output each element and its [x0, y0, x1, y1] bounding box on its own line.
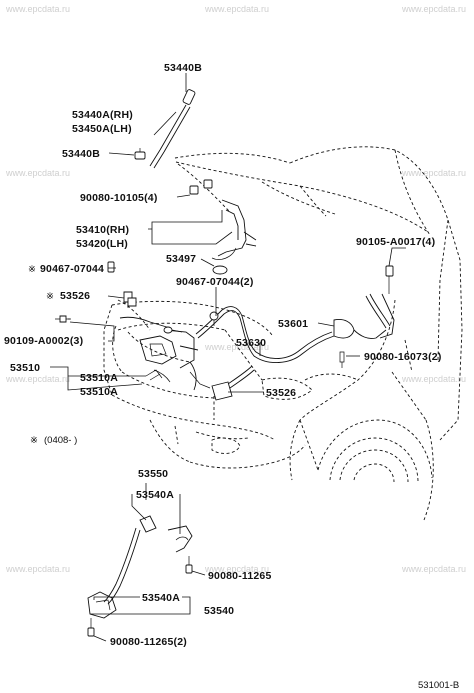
watermark-top-right: www.epcdata.ru	[401, 4, 466, 14]
label-lock-53510a-1: 53510A	[80, 372, 118, 384]
label-guide-53526: 53526	[266, 387, 296, 399]
hood-lock	[119, 316, 199, 391]
hood-hinge	[189, 179, 257, 275]
watermark-bottom-right: www.epcdata.ru	[401, 564, 466, 574]
release-cable	[163, 306, 335, 401]
label-cable-53630: 53630	[236, 337, 266, 349]
label-clip-90467-07044: 90467-07044	[40, 263, 104, 275]
label-bolt-90080-11265-2: 90080-11265(2)	[110, 636, 187, 648]
watermark-top-center: www.epcdata.ru	[204, 4, 269, 14]
watermark-mid-left-1: www.epcdata.ru	[5, 168, 70, 178]
diagram-code: 531001-B	[418, 680, 459, 691]
label-strut-rh: 53440A(RH)	[72, 109, 133, 121]
leader-lines	[50, 73, 406, 642]
label-marked-53526: 53526	[60, 290, 90, 302]
label-lock-53510a-2: 53510A	[80, 386, 118, 398]
hood-strut	[134, 89, 196, 169]
lock-support-right	[333, 265, 395, 368]
label-bolt-90105-a0017: 90105-A0017(4)	[356, 236, 435, 248]
watermark-bottom-left: www.epcdata.ru	[5, 564, 70, 574]
radiator-support	[112, 299, 221, 399]
vehicle-body-outline	[103, 146, 463, 521]
label-note-symbol-3: ※	[30, 435, 38, 446]
label-bolt-90109-a0002: 90109-A0002(3)	[4, 335, 83, 347]
cable-clamp-left	[127, 297, 137, 307]
lock-control-rod	[87, 515, 193, 637]
watermark-top-left: www.epcdata.ru	[5, 4, 70, 14]
label-rod-53550: 53550	[138, 468, 168, 480]
watermarks: www.epcdata.ru www.epcdata.ru www.epcdat…	[5, 4, 466, 574]
label-rod-53540: 53540	[204, 605, 234, 617]
label-strut-lh: 53450A(LH)	[72, 123, 132, 135]
label-note-symbol-2: ※	[46, 291, 54, 302]
label-lock-53510: 53510	[10, 362, 40, 374]
label-bolt-90080-11265: 90080-11265	[208, 570, 272, 582]
label-hinge-rh: 53410(RH)	[76, 224, 129, 236]
label-strut-bottom: 53440B	[62, 148, 100, 160]
label-note-text: (0408- )	[44, 435, 77, 446]
label-strut-top: 53440B	[164, 62, 202, 74]
label-rod-53540a-2: 53540A	[142, 592, 180, 604]
label-bolt-90080-10105: 90080-10105(4)	[80, 192, 158, 204]
watermark-center: www.epcdata.ru	[204, 342, 269, 352]
watermark-mid-right-2: www.epcdata.ru	[401, 374, 466, 384]
part-labels: 53440B 53440A(RH) 53450A(LH) 53440B 9008…	[4, 62, 459, 691]
label-bolt-90080-16073: 90080-16073(2)	[364, 351, 442, 363]
label-cushion-53497: 53497	[166, 253, 196, 265]
label-support-53601: 53601	[278, 318, 308, 330]
label-rod-53540a: 53540A	[136, 489, 174, 501]
label-hinge-lh: 53420(LH)	[76, 238, 128, 250]
watermark-mid-right-1: www.epcdata.ru	[401, 168, 466, 178]
watermark-mid-left-2: www.epcdata.ru	[5, 374, 70, 384]
label-note-symbol-1: ※	[28, 264, 36, 275]
label-clip-90467-07044-2: 90467-07044(2)	[176, 276, 254, 288]
watermark-bottom-center: www.epcdata.ru	[204, 564, 269, 574]
